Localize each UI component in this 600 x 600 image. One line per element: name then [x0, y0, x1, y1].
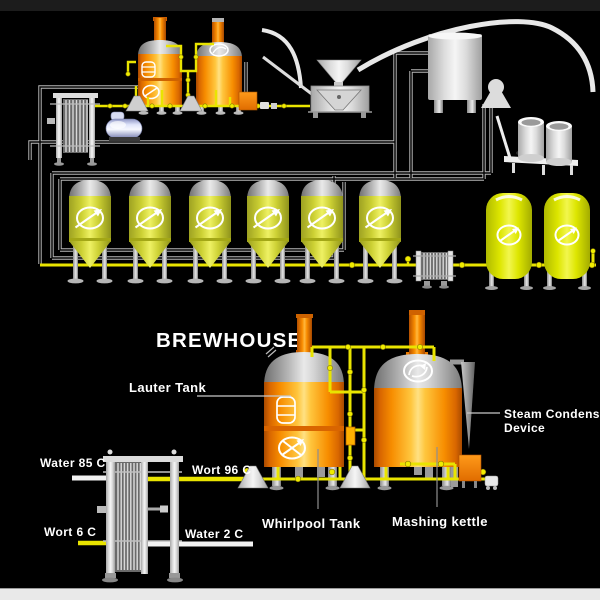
label-steam-condense-line2: Device: [504, 421, 545, 435]
malt-bin-platform: [495, 115, 578, 175]
drain-funnel: [179, 95, 203, 112]
fermenter-3: [186, 179, 234, 285]
fermenter-4: [244, 179, 292, 285]
pump: [105, 111, 143, 141]
fermenter-1: [66, 179, 114, 285]
steam-condense-spike: [450, 359, 475, 449]
label-wort-6: Wort 6 C: [44, 525, 96, 539]
valve-cluster: [243, 344, 487, 483]
plate-heat-exchanger-top: [47, 93, 100, 166]
fermenter-6: [356, 179, 404, 285]
malt-bin: [546, 121, 572, 166]
malt-bin: [518, 117, 544, 162]
bottom-bar: [0, 589, 600, 600]
label-water-2: Water 2 C: [185, 527, 244, 541]
fermenter-line-valves: [348, 248, 596, 269]
rake-screen-symbol: [276, 396, 296, 424]
wort-transfer-heat-exchanger: [413, 250, 456, 289]
agitator-symbol: [209, 43, 229, 57]
dome-ladder: [265, 346, 277, 358]
fermenter-5: [298, 179, 346, 285]
fermenter-2: [126, 179, 174, 285]
drain-funnel: [125, 95, 149, 112]
label-steam-condense-line1: Steam Condense: [504, 407, 600, 421]
malt-silo-tank: [428, 32, 482, 113]
mini-brewhouse-piping: [95, 42, 310, 112]
drain-funnel: [339, 465, 371, 489]
rake-screen-symbol: [141, 61, 156, 78]
page-title: BREWHOUSE: [156, 329, 302, 352]
condensate-box: [458, 454, 482, 488]
agitator-symbol: [142, 84, 160, 100]
grain-sack-cone: [481, 79, 511, 108]
grain-mill: [308, 59, 372, 118]
label-whirlpool-tank: Whirlpool Tank: [262, 516, 361, 531]
agitator-symbol: [403, 359, 433, 383]
top-bar: [0, 0, 600, 11]
label-wort-96: Wort 96 C: [192, 463, 251, 477]
bright-beer-tank-1: [483, 191, 535, 292]
label-water-85: Water 85 C: [40, 456, 106, 470]
transfer-pipes: [72, 475, 256, 547]
sight-glass: [345, 426, 356, 446]
label-lauter-tank: Lauter Tank: [129, 380, 206, 395]
brewhouse-valve-manifold: [243, 344, 487, 483]
mini-mashing-kettle: [196, 18, 244, 115]
bright-beer-tank-2: [541, 191, 593, 292]
label-mashing-kettle: Mashing kettle: [392, 514, 488, 529]
wort-cooler-heat-exchanger: [97, 449, 183, 583]
drain-funnel: [237, 465, 269, 489]
small-pump: [484, 475, 499, 490]
valve-cluster: [107, 54, 287, 109]
whirlpool-symbol: [278, 436, 306, 460]
condensate-box-small: [238, 91, 277, 111]
